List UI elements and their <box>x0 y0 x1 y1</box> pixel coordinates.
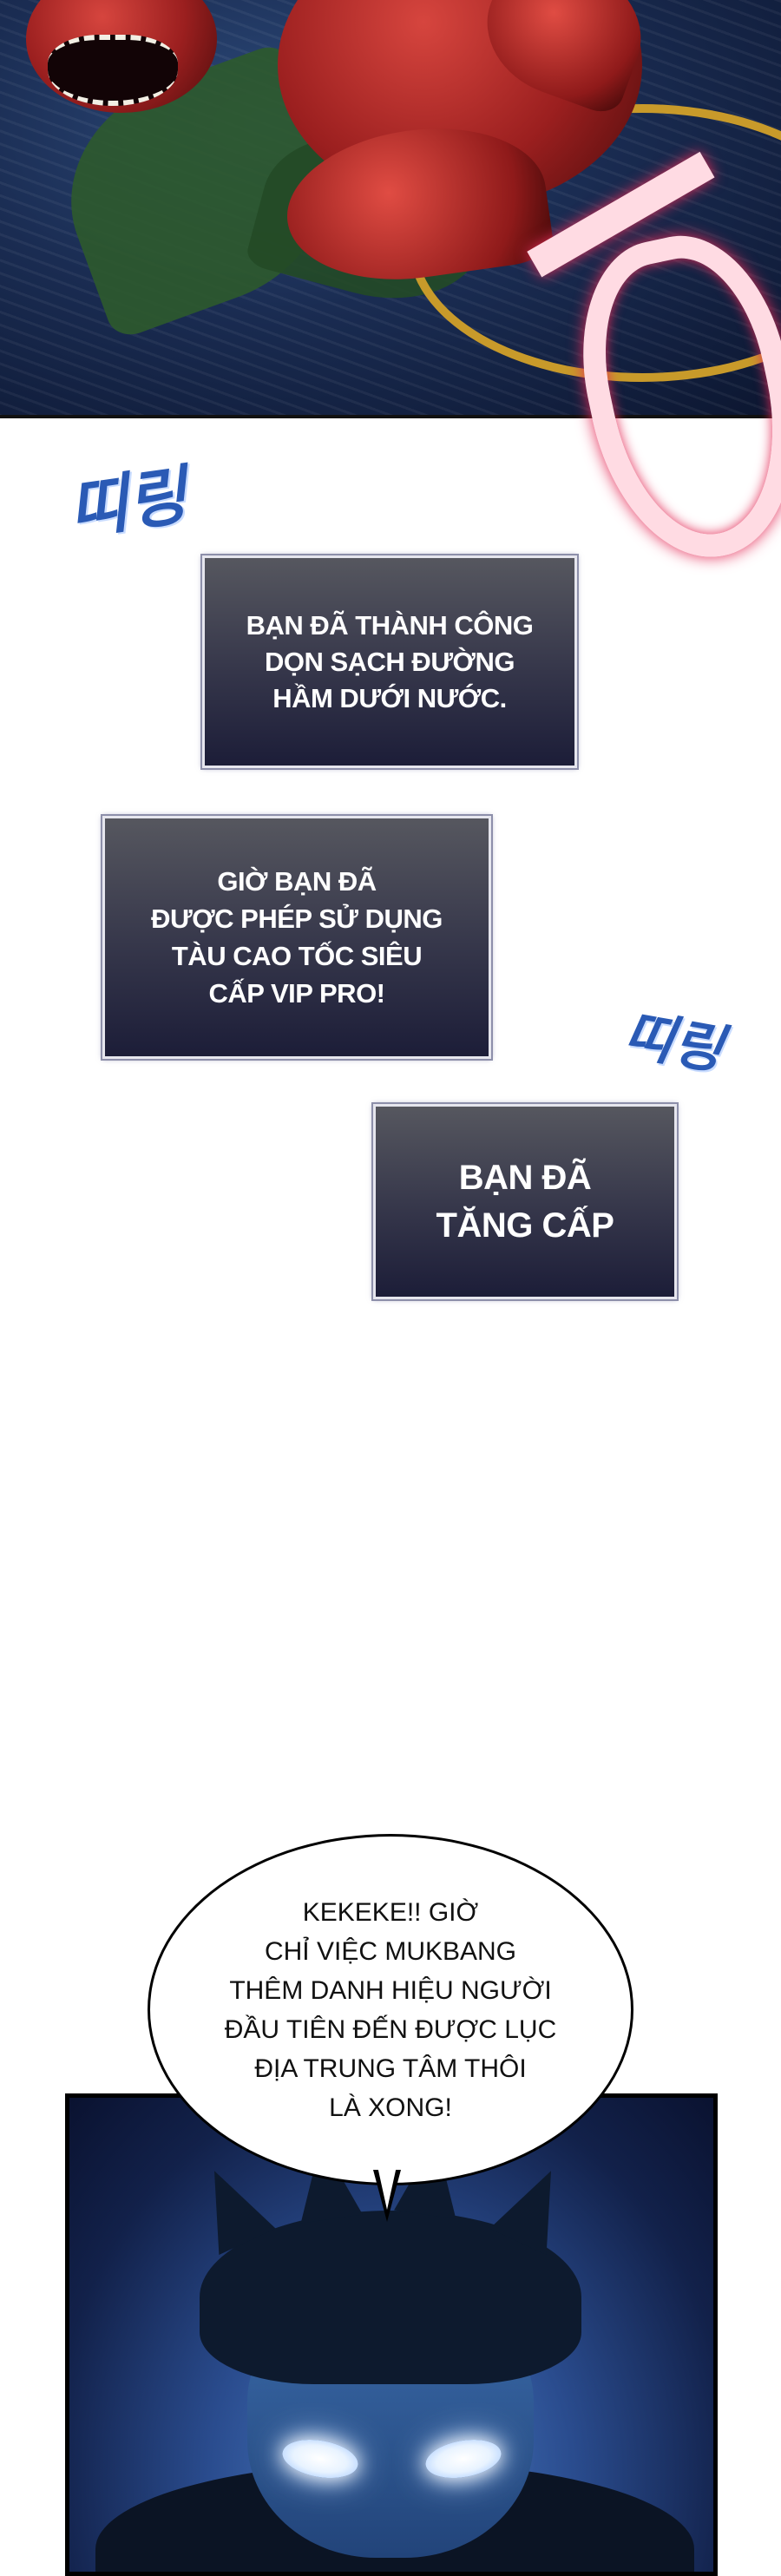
system-message-cleared: BẠN ĐÃ THÀNH CÔNG DỌN SẠCH ĐƯỜNG HẦM DƯỚ… <box>200 554 579 770</box>
sfx-ding-1: 띠링 <box>63 457 192 549</box>
sfx-ding-2: 띠링 <box>619 1002 728 1082</box>
speech-bubble-tail <box>373 2166 401 2222</box>
speech-bubble: KEKEKE!! GIỜ CHỈ VIỆC MUKBANG THÊM DANH … <box>148 1834 633 2185</box>
character-hair <box>200 2211 581 2384</box>
system-message-ship: GIỜ BẠN ĐÃ ĐƯỢC PHÉP SỬ DỤNG TÀU CAO TỐC… <box>101 814 493 1061</box>
bottom-illustration-panel <box>65 2093 718 2576</box>
speech-bubble-text: KEKEKE!! GIỜ CHỈ VIỆC MUKBANG THÊM DANH … <box>224 1897 557 2122</box>
monster-maw <box>48 35 178 106</box>
system-message-level-up: BẠN ĐÃ TĂNG CẤP <box>371 1102 679 1301</box>
